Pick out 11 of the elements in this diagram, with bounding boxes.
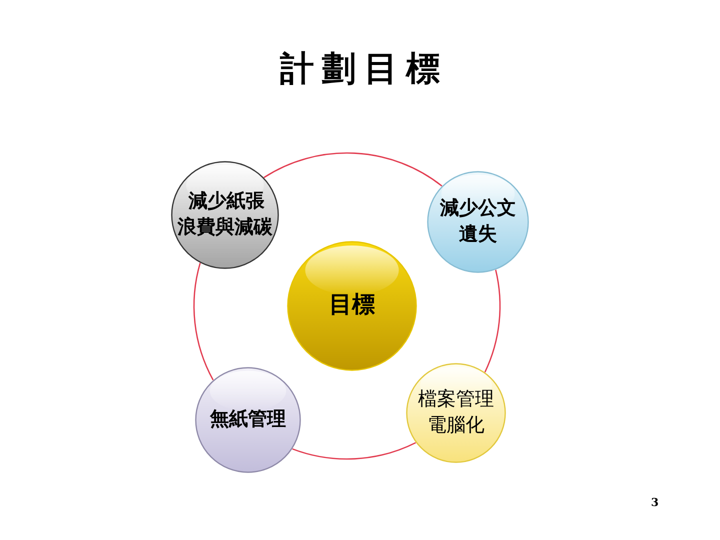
ring-arc — [292, 442, 416, 460]
page-number: 3 — [651, 496, 659, 509]
goal-label: 無紙管理 — [209, 407, 287, 432]
center-label: 目標 — [328, 291, 376, 320]
title: 計劃目標 — [278, 48, 448, 91]
goal-label: 減少公文遺失 — [439, 196, 517, 247]
goal-label: 檔案管理電腦化 — [417, 387, 495, 438]
ring-arc — [484, 270, 501, 372]
goal-label: 減少紙張浪費與減碳 — [177, 189, 273, 240]
ring-arc — [194, 262, 214, 380]
ring-arc — [264, 152, 442, 187]
